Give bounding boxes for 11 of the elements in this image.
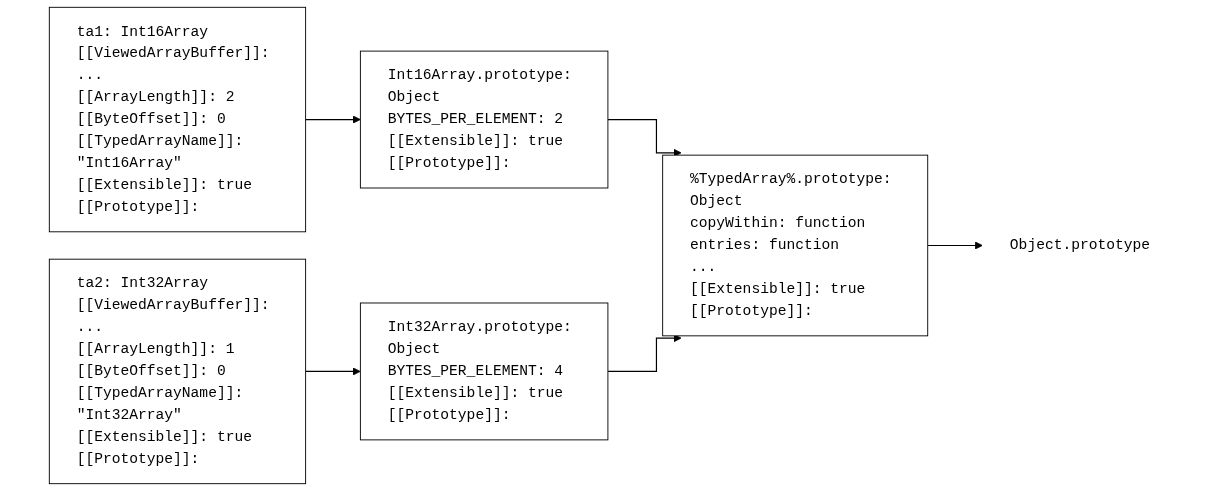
arrow [305,367,361,376]
node-box: %TypedArray%.prototype: Object copyWithin: function entries: function ... [[Extensible]]: true [[Prototype]]: [662,154,929,337]
node-box: ta2: Int32Array [[ViewedArrayBuffer]]: ... [[ArrayLength]]: 1 [[ByteOffset]]: 0 [[TypedArrayName]]: "Int32Array" [[Extensible]]: true [[Prototype]]: [49,258,307,485]
node-text: Object.prototype [1009,237,1151,254]
arrow [607,334,682,373]
arrow [607,118,682,157]
arrow [305,115,361,124]
node-box: Int32Array.prototype: Object BYTES_PER_ELEMENT: 4 [[Extensible]]: true [[Prototype]]: [360,302,609,441]
node-box: Int16Array.prototype: Object BYTES_PER_ELEMENT: 2 [[Extensible]]: true [[Prototype]]: [360,50,609,189]
node-box: ta1: Int16Array [[ViewedArrayBuffer]]: ... [[ArrayLength]]: 2 [[ByteOffset]]: 0 [[TypedArrayName]]: "Int16Array" [[Extensible]]: true [[Prototype]]: [49,6,307,233]
arrow [927,241,983,250]
